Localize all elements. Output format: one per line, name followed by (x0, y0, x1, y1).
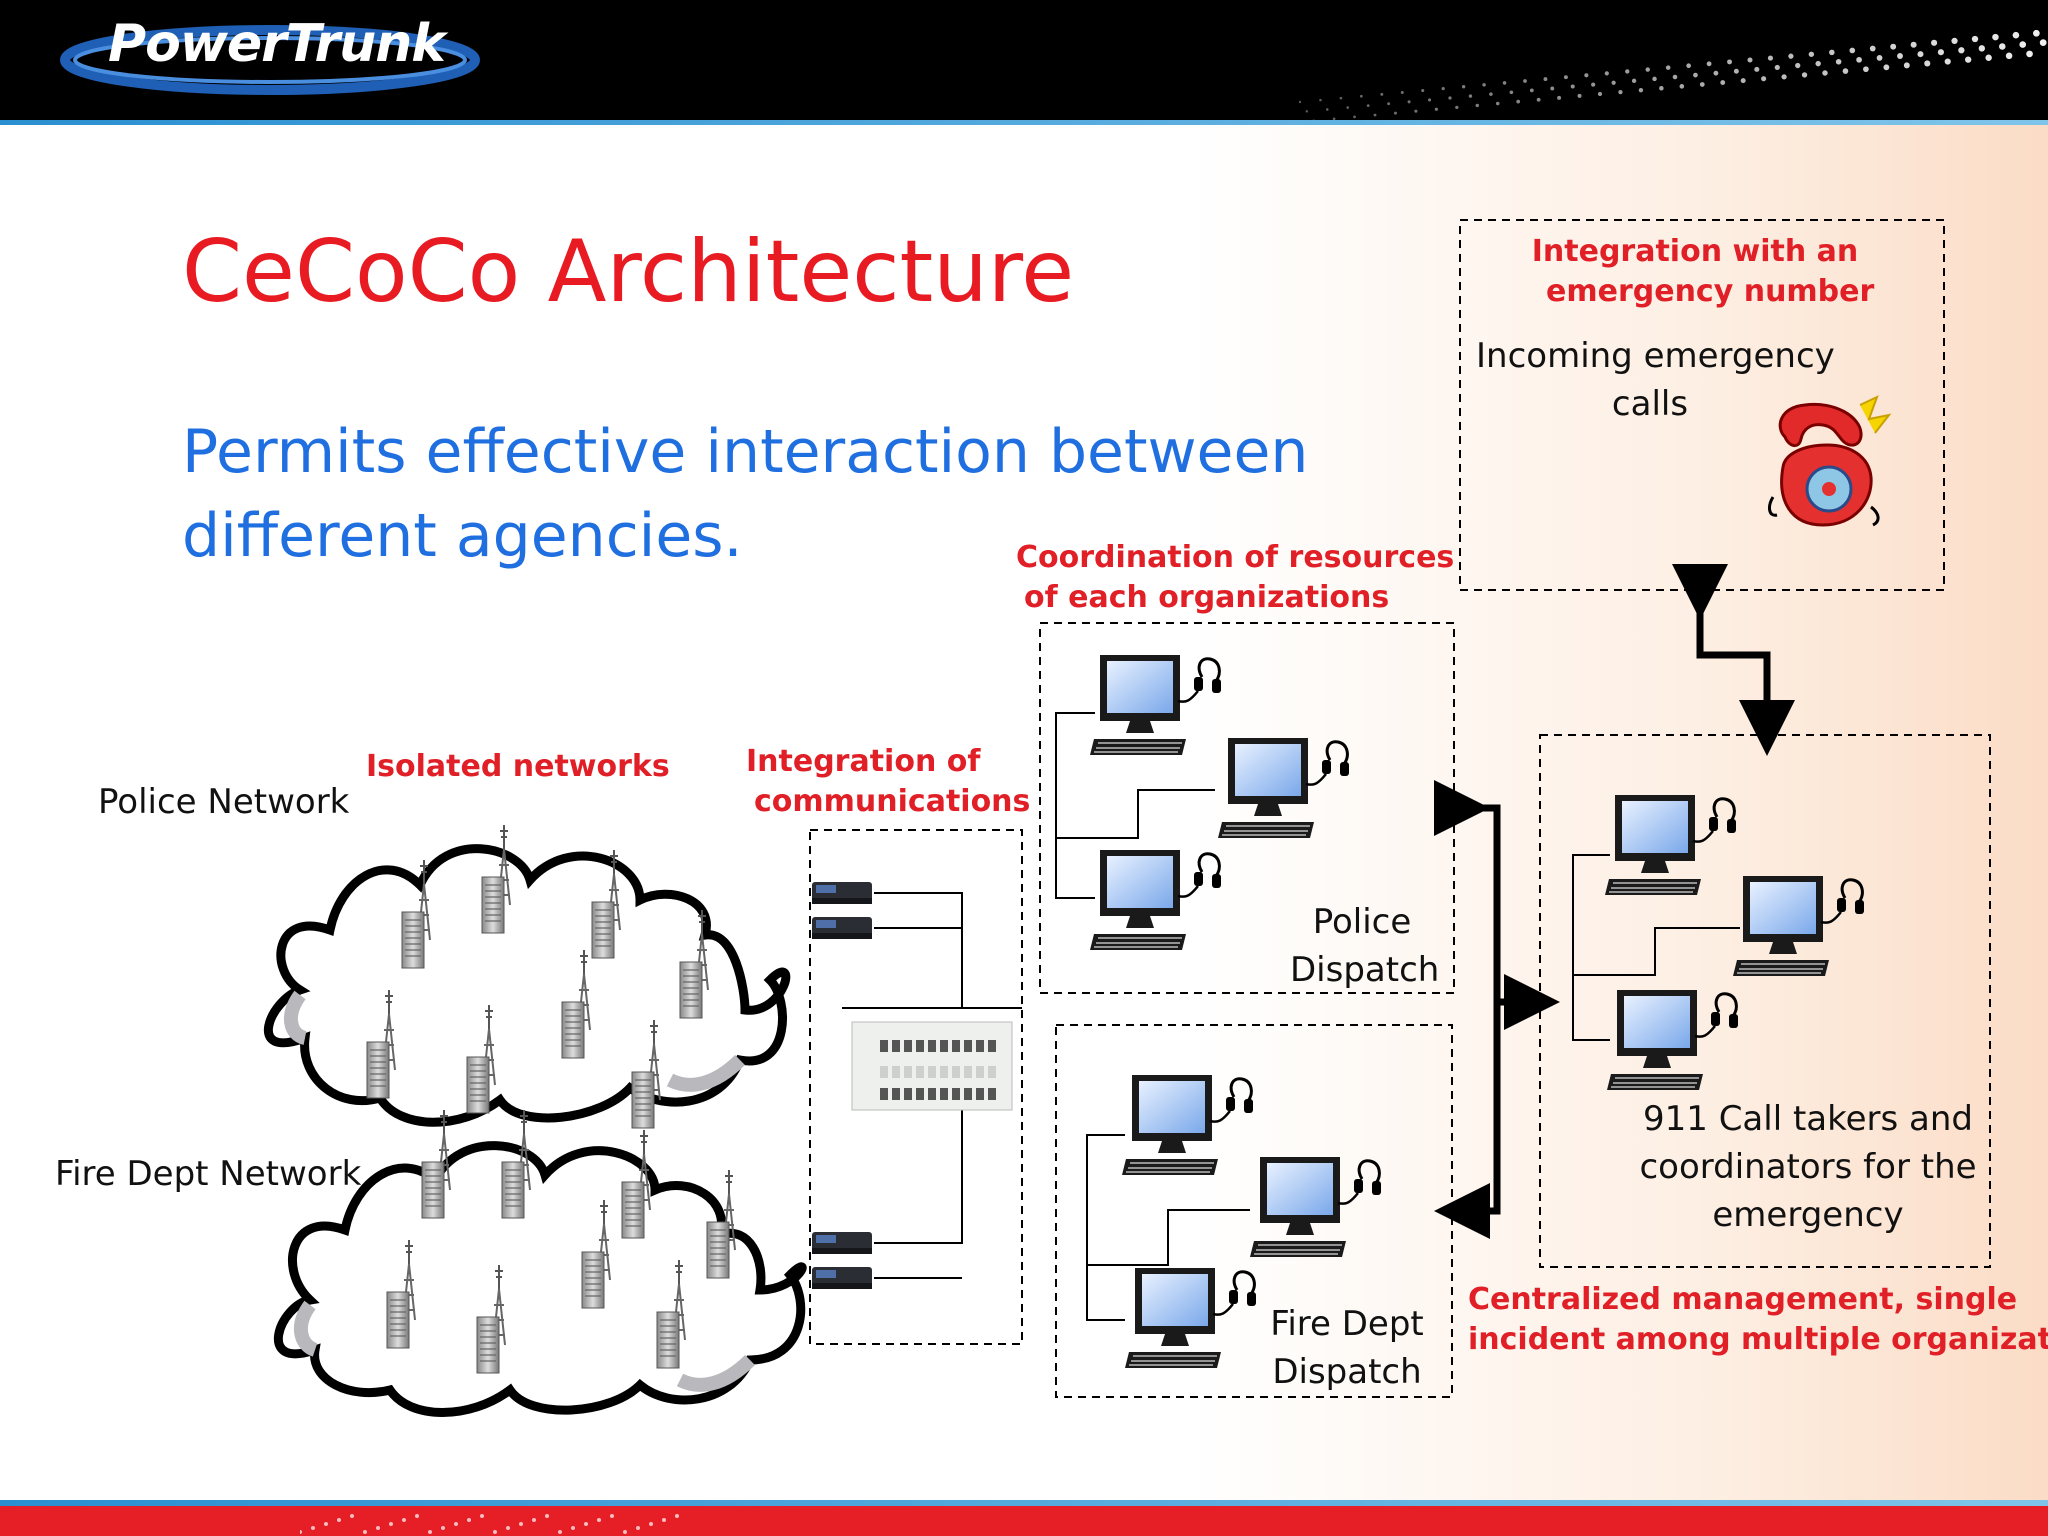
integration-comms-line-1: Integration of (746, 744, 981, 779)
integration-comms-label: Integration of communications (746, 742, 1030, 822)
coordination-label: Coordination of resources of each organi… (1016, 538, 1454, 618)
coordination-line-2: of each organizations (1024, 580, 1390, 615)
workstation-icon (1125, 1268, 1258, 1370)
workstation-icon (1607, 990, 1740, 1092)
centralized-management-label: Centralized management, single incident … (1468, 1280, 2048, 1360)
police-dispatch-label: Police Dispatch (1290, 898, 1440, 994)
integration-box (809, 829, 1023, 1345)
subtitle-line-2: different agencies. (182, 501, 743, 571)
incoming-calls-line-2: calls (1611, 384, 1689, 424)
call-takers-line-3: emergency (1712, 1195, 1904, 1235)
centralized-line-1: Centralized management, single (1468, 1282, 2018, 1317)
logo-swoosh-icon (60, 25, 480, 95)
police-dispatch-line-1: Police (1312, 902, 1412, 942)
fire-dispatch-line-2: Dispatch (1272, 1352, 1422, 1392)
fire-dept-network-label: Fire Dept Network (55, 1154, 362, 1194)
emergency-integration-label: Integration with an emergency number (1530, 232, 1875, 312)
emergency-integration-line-2: emergency number (1546, 274, 1875, 309)
police-network-label: Police Network (98, 782, 350, 822)
workstation-icon (1250, 1157, 1383, 1259)
integration-comms-line-2: communications (754, 784, 1031, 819)
workstation-icon (1605, 795, 1738, 897)
footer-bar (0, 1506, 2048, 1536)
subtitle: Permits effective interaction between di… (182, 410, 1332, 578)
coordination-line-1: Coordination of resources (1016, 540, 1455, 575)
call-takers-line-2: coordinators for the (1639, 1147, 1977, 1187)
subtitle-line-1: Permits effective interaction between (182, 417, 1309, 487)
isolated-networks-label: Isolated networks (366, 749, 670, 784)
footer-dots-decoration (300, 1514, 679, 1534)
emergency-integration-line-1: Integration with an (1531, 234, 1859, 269)
header-bar (0, 0, 2048, 120)
page-title: CeCoCo Architecture (182, 222, 1075, 322)
call-takers-label: 911 Call takers and coordinators for the… (1630, 1095, 1986, 1239)
footer-divider (0, 1500, 2048, 1506)
workstation-icon (1090, 850, 1223, 952)
dispatch-link-arrow (1434, 780, 1501, 1239)
ringing-phone-icon (1768, 395, 1892, 527)
header-dots-decoration (1298, 29, 2047, 120)
fire-dispatch-label: Fire Dept Dispatch (1262, 1300, 1432, 1396)
workstation-icon (1090, 655, 1223, 757)
incoming-calls-line-1: Incoming emergency (1476, 336, 1835, 376)
incoming-calls-label: Incoming emergency calls (1476, 332, 1835, 428)
logo: PowerTrunk (108, 14, 446, 74)
centralized-line-2: incident among multiple organizations (1468, 1322, 2048, 1357)
fire-dispatch-line-1: Fire Dept (1270, 1304, 1424, 1344)
police-dispatch-line-2: Dispatch (1290, 950, 1440, 990)
emergency-link-arrow (1672, 564, 1795, 756)
workstation-icon (1733, 876, 1866, 978)
header-divider (0, 120, 2048, 125)
workstation-icon (1122, 1075, 1255, 1177)
police-network-cloud (263, 844, 791, 1127)
call-takers-line-1: 911 Call takers and (1642, 1099, 1973, 1139)
switch-rack-icon (851, 1021, 1013, 1111)
workstation-icon (1218, 738, 1351, 840)
